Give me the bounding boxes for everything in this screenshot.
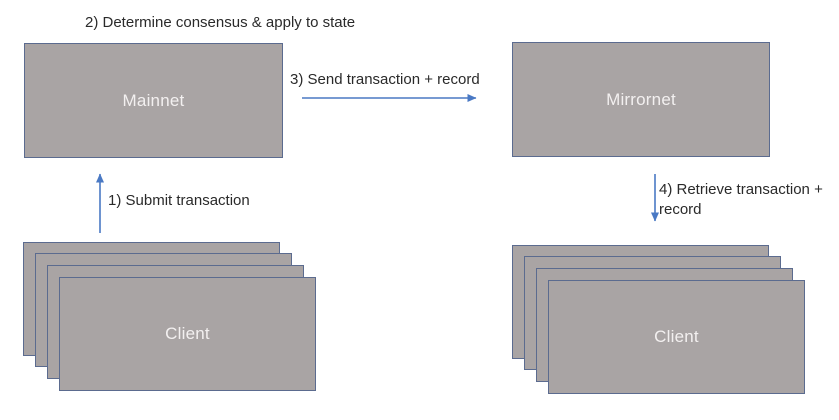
node-mirrornet: Mirrornet	[512, 42, 770, 157]
node-client-left: Client	[59, 277, 316, 391]
step-label-send: 3) Send transaction + record	[290, 71, 480, 88]
node-client-right: Client	[548, 280, 805, 394]
client-stack-left: Client	[23, 242, 318, 393]
client-stack-right: Client	[512, 245, 807, 396]
step-label-submit: 1) Submit transaction	[108, 192, 250, 209]
step-label-retrieve: 4) Retrieve transaction + record	[659, 181, 823, 218]
step-label-consensus: 2) Determine consensus & apply to state	[85, 14, 356, 31]
node-mainnet: Mainnet	[24, 43, 283, 158]
node-client-left-label: Client	[165, 324, 210, 343]
node-client-right-label: Client	[654, 327, 699, 346]
node-mainnet-label: Mainnet	[122, 90, 185, 110]
node-mirrornet-label: Mirrornet	[606, 89, 676, 109]
